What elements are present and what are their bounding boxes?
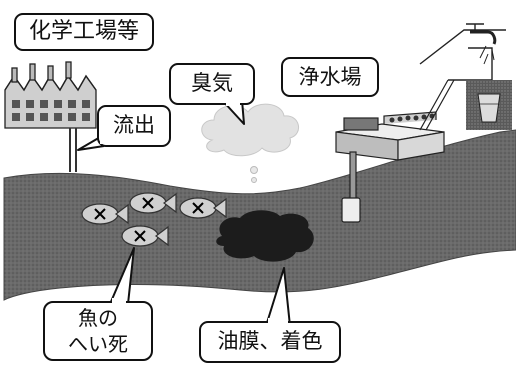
water-plant-callout xyxy=(281,57,379,97)
factory-callout xyxy=(14,13,154,51)
factory-label: 化学工場等 xyxy=(28,19,139,44)
outflow-callout xyxy=(77,105,171,151)
fish-death-callout xyxy=(43,247,153,361)
oil-film-callout xyxy=(199,267,341,363)
factory-icon xyxy=(4,61,97,129)
odor-callout xyxy=(169,63,255,125)
odor-label: 臭気 xyxy=(191,71,233,95)
oil-slick-icon xyxy=(216,210,314,262)
outflow-pipe xyxy=(69,128,77,172)
oil-film-label: 油膜、着色 xyxy=(217,329,323,353)
odor-cloud-icon xyxy=(201,103,299,183)
fish-death-label-line1: 魚の xyxy=(78,306,118,330)
water-glass-icon xyxy=(466,80,512,130)
dead-fish-icon xyxy=(81,192,227,247)
water-treatment-plant-icon xyxy=(335,79,455,223)
fish-death-label-line2: へい死 xyxy=(68,332,128,356)
outflow-label: 流出 xyxy=(113,113,155,137)
faucet-icon xyxy=(419,23,506,81)
water-plant-label: 浄水場 xyxy=(298,65,362,89)
